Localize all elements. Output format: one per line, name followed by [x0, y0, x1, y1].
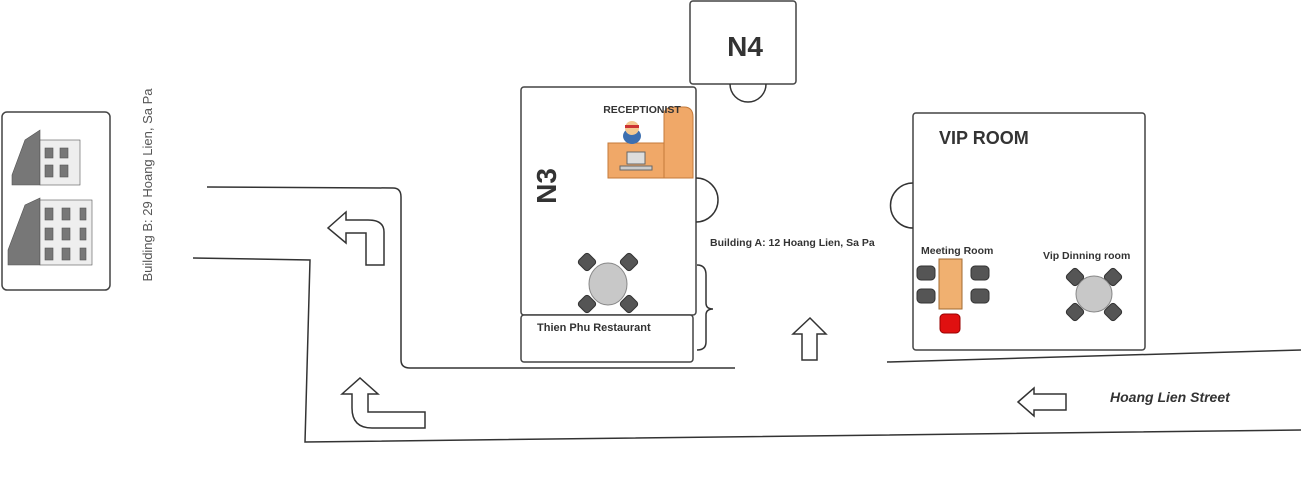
turn-left-arrow-icon	[326, 210, 385, 266]
vip-door	[889, 182, 914, 229]
vip-dining-label: Vip Dinning room	[1043, 250, 1130, 262]
vip-room-label: VIP ROOM	[939, 128, 1029, 148]
building-b-label: Building B: 29 Hoang Lien, Sa Pa	[140, 88, 155, 282]
meeting-room-label: Meeting Room	[921, 245, 993, 257]
turn-up-arrow-icon	[340, 376, 426, 429]
n3-label: N3	[531, 168, 562, 204]
building-b-drawing	[1, 111, 111, 291]
restaurant-label: Thien Phu Restaurant	[537, 322, 651, 334]
n4-label: N4	[727, 31, 763, 62]
road-lines	[192, 186, 1301, 443]
building-a-label: Building A: 12 Hoang Lien, Sa Pa	[710, 237, 875, 249]
restaurant-box	[520, 314, 694, 363]
meeting-table	[916, 258, 990, 334]
street-label: Hoang Lien Street	[1110, 389, 1231, 405]
bracket	[696, 264, 714, 351]
receptionist-person-icon	[623, 121, 641, 144]
n4-door	[729, 83, 767, 103]
n3-door	[695, 177, 719, 223]
vip-dining-table	[1065, 267, 1123, 322]
receptionist-label: RECEPTIONIST	[603, 104, 681, 116]
up-arrow-icon	[791, 316, 828, 361]
left-arrow-icon	[1016, 386, 1067, 418]
reception-desk	[607, 106, 694, 179]
n3-dining-table	[577, 252, 639, 314]
building-n4	[689, 0, 797, 85]
